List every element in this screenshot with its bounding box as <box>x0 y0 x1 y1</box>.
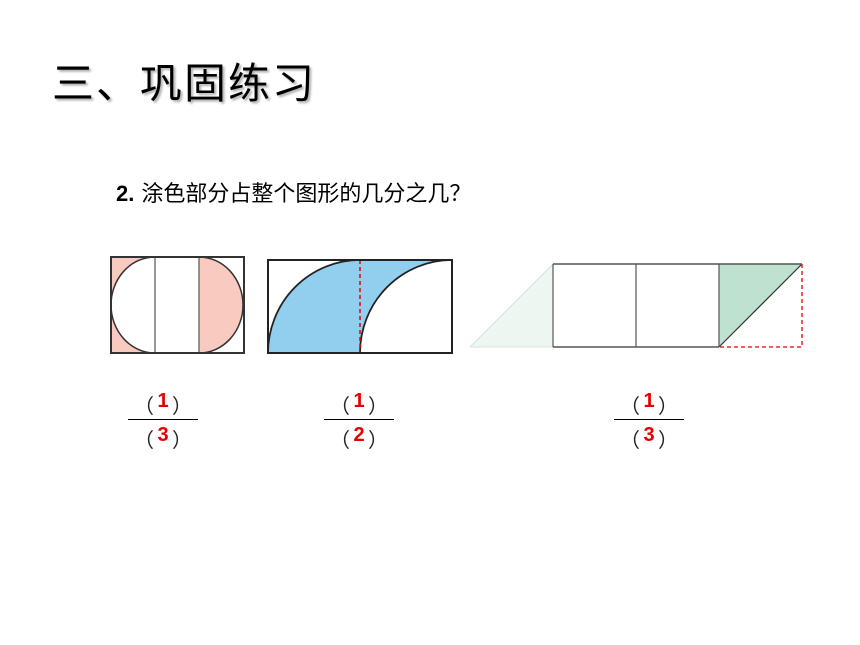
fraction-bar <box>128 419 198 420</box>
answer-2-numerator: 1 <box>353 390 365 412</box>
figure-3-strip <box>468 262 803 348</box>
fraction-bar <box>324 419 394 420</box>
figure-1-left-shaded <box>111 257 155 353</box>
figure-2-arcs <box>267 259 453 354</box>
figure-1-right-shaded <box>199 257 243 353</box>
answer-fraction-2: （ 1 ） （ 2 ） <box>324 390 394 452</box>
answer-2-denominator: 2 <box>353 424 365 446</box>
question-number: 2. <box>116 181 135 206</box>
figure-2-frame <box>267 259 453 354</box>
slide-title: 三、巩固练习 <box>52 59 317 108</box>
answer-3-denominator: 3 <box>643 424 655 446</box>
question-prompt: 涂色部分占整个图形的几分之几？ <box>141 182 472 207</box>
answer-fraction-3: （ 1 ） （ 3 ） <box>614 390 684 452</box>
answer-1-denominator: 3 <box>157 424 169 446</box>
fraction-bar <box>614 419 684 420</box>
figure-3-faded-triangle <box>468 262 554 348</box>
answer-fraction-1: （ 1 ） （ 3 ） <box>128 390 198 452</box>
answer-3-numerator: 1 <box>643 390 655 412</box>
figure-2-shaded <box>268 260 452 353</box>
figure-1-semicircles <box>110 256 245 354</box>
question-text: 2. 涂色部分占整个图形的几分之几？ <box>116 176 471 208</box>
answer-1-numerator: 1 <box>157 390 169 412</box>
